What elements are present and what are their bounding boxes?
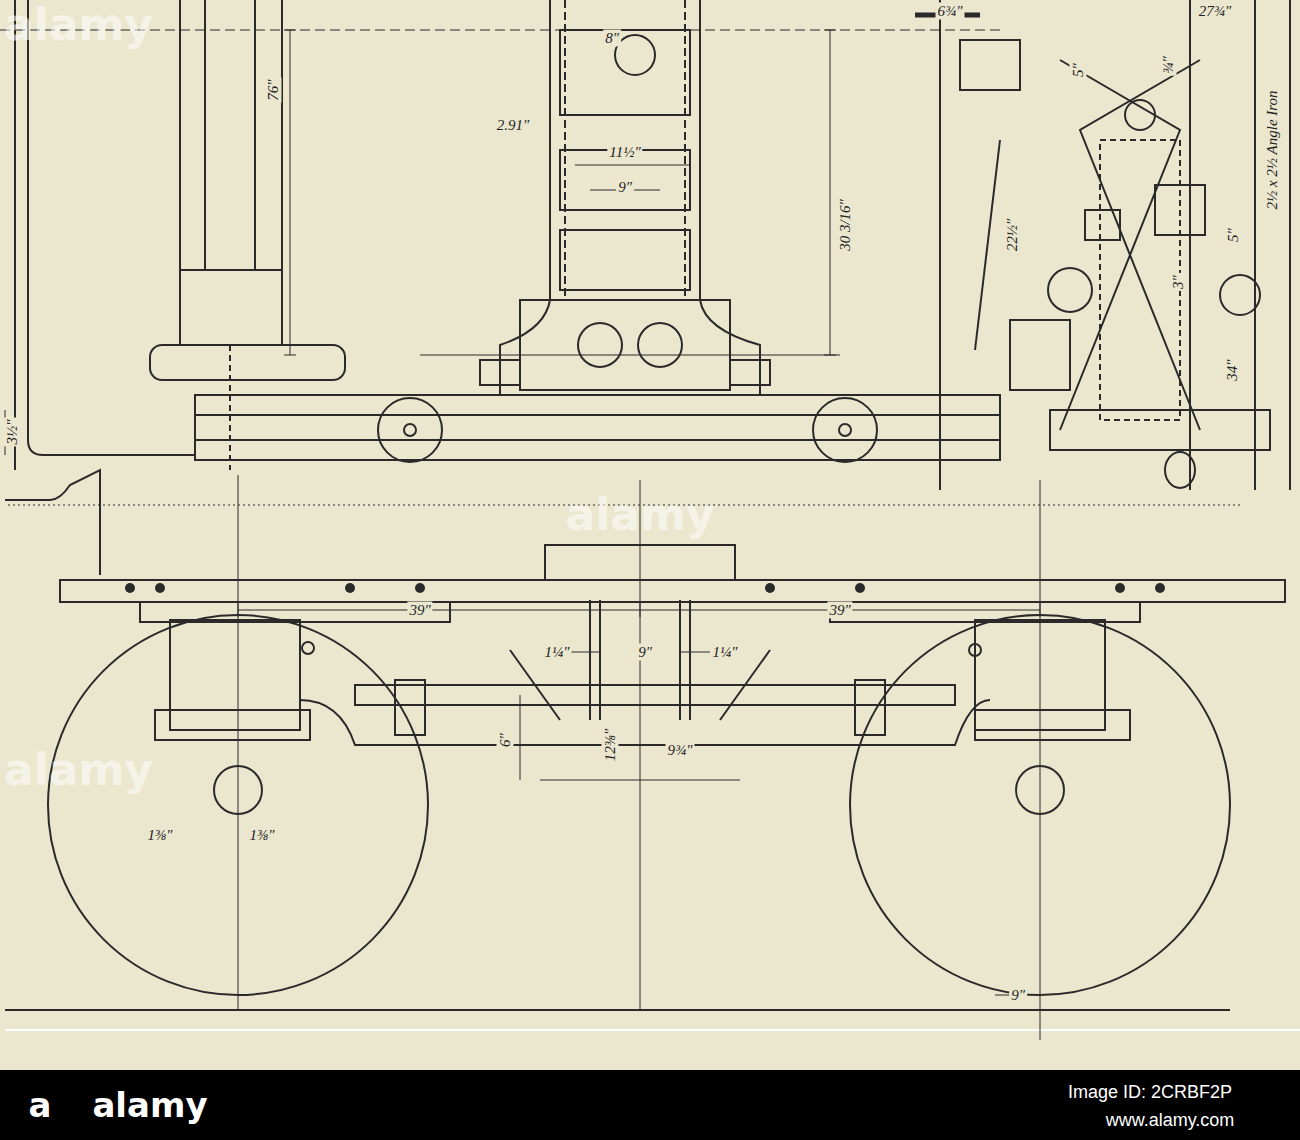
dimension: 9¾″	[666, 742, 695, 759]
dimension: 5″	[1225, 226, 1242, 244]
dimension: 1⅜″	[146, 827, 175, 844]
dimension: 6¾″	[936, 2, 965, 19]
dimension: 9″	[616, 179, 634, 196]
dimension: 8″	[603, 30, 621, 47]
dimension: 30 3/16″	[837, 197, 854, 253]
watermark: alamy	[564, 492, 717, 538]
dimension: 3″	[1170, 273, 1187, 291]
watermark: Image ID: 2CRBF2P	[1066, 1082, 1234, 1102]
watermark: alamy	[90, 1087, 209, 1123]
dimension: 11½″	[607, 144, 642, 161]
dimension: 1¼″	[711, 644, 740, 661]
dimension: 6″	[497, 731, 514, 749]
dimension: 9″	[636, 644, 654, 661]
dimension: 39″	[407, 602, 432, 619]
dimension: 34″	[1224, 357, 1241, 382]
watermark: a	[27, 1087, 54, 1123]
dimension: ¾″	[1160, 54, 1177, 76]
note: 2½ x 2½ Angle Iron	[1264, 88, 1281, 211]
dimension: 27¾″	[1197, 2, 1234, 19]
dimension: 39″	[827, 602, 852, 619]
dimension: 76″	[265, 77, 282, 102]
dimension: 9″	[1009, 987, 1027, 1004]
dimension: 22½″	[1004, 217, 1021, 254]
watermark: alamy	[2, 2, 155, 48]
dimension: 5″	[1070, 61, 1087, 79]
watermark: www.alamy.com	[1104, 1110, 1237, 1130]
dimension: 2.91″	[495, 117, 532, 134]
dimension: 1⅜″	[248, 827, 277, 844]
dimension: 1¼″	[543, 644, 572, 661]
dimension: 3½″	[4, 418, 21, 447]
dimension: 12⅜″	[602, 727, 619, 764]
watermark: alamy	[2, 747, 155, 793]
